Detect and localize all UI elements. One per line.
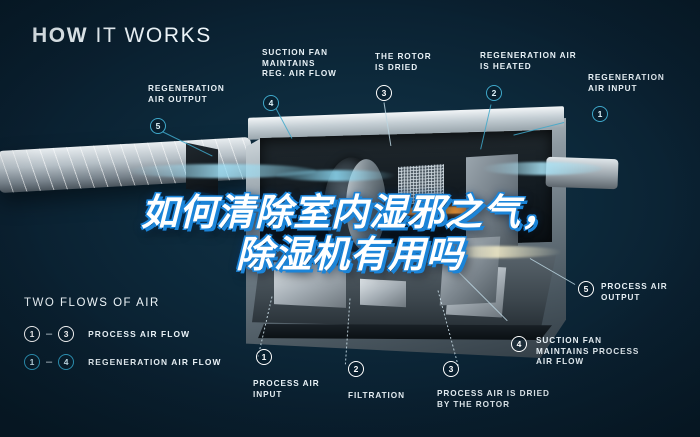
legend-circle-from: 1 bbox=[24, 354, 40, 370]
marker-4-suction-fan-process[interactable]: 4 bbox=[511, 336, 527, 352]
marker-5-process-output[interactable]: 5 bbox=[578, 281, 594, 297]
marker-4-suction-fan-reg[interactable]: 4 bbox=[263, 95, 279, 111]
legend-circle-to: 3 bbox=[58, 326, 75, 342]
legend-circle-from: 1 bbox=[24, 326, 40, 342]
page-title-light: IT WORKS bbox=[88, 24, 212, 47]
legend-row-process-air: 1 – 3 PROCESS AIR FLOW bbox=[24, 326, 190, 342]
airflow-stream-rotor bbox=[276, 170, 396, 181]
page-title: HOW IT WORKS bbox=[32, 24, 212, 48]
unit-base bbox=[258, 324, 552, 340]
marker-2-filtration[interactable]: 2 bbox=[348, 361, 364, 377]
marker-5-regeneration-output[interactable]: 5 bbox=[150, 118, 166, 134]
marker-2-regen-heated[interactable]: 2 bbox=[486, 85, 502, 101]
label-regeneration-air-input: REGENERATION AIR INPUT bbox=[588, 73, 665, 93]
legend-circle-to: 4 bbox=[58, 354, 75, 370]
label-suction-fan-regeneration: SUCTION FAN MAINTAINS REG. AIR FLOW bbox=[262, 48, 337, 78]
legend-row-regeneration-air: 1 – 4 REGENERATION AIR FLOW bbox=[24, 354, 222, 370]
marker-3-rotor-dried[interactable]: 3 bbox=[376, 85, 392, 101]
legend-label-regeneration-air-flow: REGENERATION AIR FLOW bbox=[88, 357, 222, 367]
legend-title: TWO FLOWS OF AIR bbox=[24, 297, 160, 309]
label-rotor-is-dried: THE ROTOR IS DRIED bbox=[375, 52, 432, 72]
label-process-air-output: PROCESS AIR OUTPUT bbox=[601, 282, 668, 302]
label-regeneration-air-output: REGENERATION AIR OUTPUT bbox=[148, 84, 225, 104]
label-process-air-input: PROCESS AIR INPUT bbox=[253, 379, 320, 399]
page-title-bold: HOW bbox=[32, 24, 89, 47]
legend-label-process-air-flow: PROCESS AIR FLOW bbox=[88, 329, 191, 339]
overlay-title-line2: 除湿机有用吗 bbox=[236, 234, 464, 275]
label-regeneration-air-heated: REGENERATION AIR IS HEATED bbox=[480, 51, 577, 71]
airflow-stream-output bbox=[482, 162, 602, 175]
label-suction-fan-process: SUCTION FAN MAINTAINS PROCESS AIR FLOW bbox=[536, 336, 640, 366]
legend-dash: – bbox=[46, 356, 53, 368]
legend-dash: – bbox=[46, 328, 53, 340]
label-filtration: FILTRATION bbox=[348, 391, 405, 400]
label-process-air-dried: PROCESS AIR IS DRIED BY THE ROTOR bbox=[437, 389, 550, 409]
marker-3-process-dried[interactable]: 3 bbox=[443, 361, 459, 377]
control-box bbox=[360, 278, 406, 308]
marker-1-regen-input[interactable]: 1 bbox=[592, 106, 608, 122]
marker-1-process-input[interactable]: 1 bbox=[256, 349, 272, 365]
